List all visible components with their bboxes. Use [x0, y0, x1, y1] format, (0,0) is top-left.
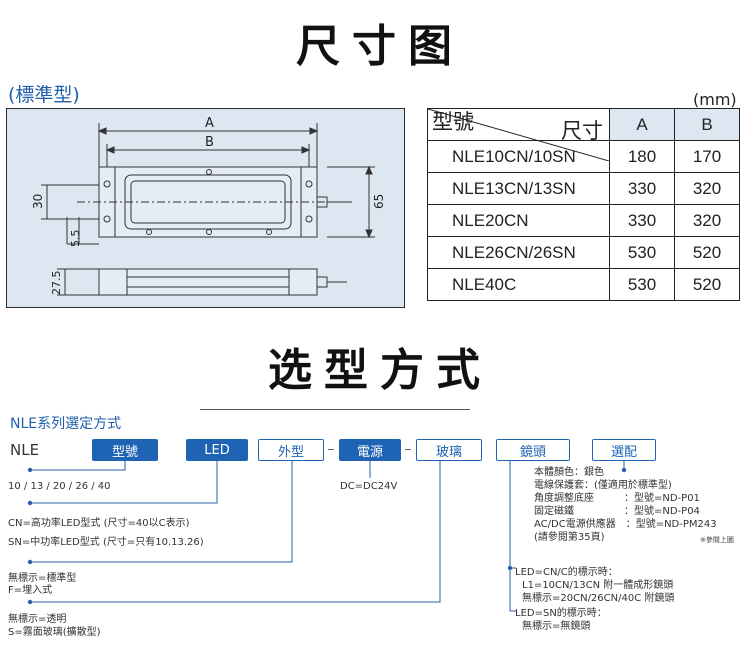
table-corner-cell: 尺寸 型號	[427, 108, 610, 161]
table-cell-b: 320	[674, 204, 740, 237]
dim-label-b: B	[205, 135, 214, 150]
box-power: 電源	[339, 439, 401, 461]
lens-sn-1: 無標示=無鏡頭	[522, 621, 591, 632]
lens-sn-title: LED=SN的標示時：	[515, 608, 607, 619]
box-lens: 鏡頭	[496, 439, 570, 461]
glass-frosted-text: S=霧面玻璃(擴散型)	[8, 627, 101, 638]
drawing-svg: A B 30 65 5.5 27.5	[31, 116, 386, 296]
glass-clear-text: 無標示=透明	[8, 614, 67, 625]
table-header-b: B	[674, 108, 740, 141]
dim-label-27-5: 27.5	[50, 271, 63, 296]
table-cell-a: 530	[609, 236, 675, 269]
table-cell-a: 330	[609, 204, 675, 237]
dim-label-30: 30	[31, 194, 45, 209]
corner-diagonal	[428, 109, 609, 161]
option-item: (請參閱第35頁)	[534, 532, 605, 543]
shape-embedded-text: F=埋入式	[8, 585, 53, 596]
lens-cn-1: L1=10CN/13CN 附一體成形鏡頭	[522, 580, 674, 591]
table-cell-b: 520	[674, 236, 740, 269]
dim-label-a: A	[205, 116, 214, 131]
series-title: NLE系列選定方式	[10, 416, 122, 432]
nle-prefix: NLE	[10, 441, 40, 459]
selection-divider	[200, 409, 470, 410]
dash-2	[405, 449, 411, 450]
lens-cn-2: 無標示=20CN/26CN/40C 附鏡頭	[522, 593, 675, 604]
option-item: 本體顏色：銀色	[534, 467, 604, 478]
page-title: 尺寸图	[296, 21, 464, 72]
table-cell-b: 520	[674, 268, 740, 301]
model-values: 10 / 13 / 20 / 26 / 40	[8, 481, 111, 492]
box-option: 選配	[592, 439, 656, 461]
option-item: 電線保護套：(僅適用於標準型)	[534, 480, 672, 491]
unit-label: (mm)	[693, 90, 737, 109]
table-corner-size: 尺寸	[561, 119, 603, 143]
table-cell-a: 180	[609, 140, 675, 173]
subtitle-standard-type: (標準型)	[8, 84, 80, 106]
power-value: DC=DC24V	[340, 481, 398, 492]
table-cell-model: NLE20CN	[427, 204, 610, 237]
selection-title: 选型方式	[268, 345, 492, 396]
box-shape: 外型	[258, 439, 324, 461]
option-item: 角度調整底座 ：型號=ND-P01	[534, 493, 700, 504]
dimension-drawing: A B 30 65 5.5 27.5	[6, 108, 405, 308]
shape-standard-text: 無標示=標準型	[8, 573, 77, 584]
lens-cn-title: LED=CN/C的標示時：	[515, 567, 618, 578]
table-header-a: A	[609, 108, 675, 141]
table-cell-model: NLE26CN/26SN	[427, 236, 610, 269]
table-cell-b: 170	[674, 140, 740, 173]
dim-label-65: 65	[372, 194, 386, 209]
options-list: 本體顏色：銀色 電線保護套：(僅適用於標準型) 角度調整底座 ：型號=ND-P0…	[534, 466, 717, 544]
option-item: 固定磁鐵 ：型號=ND-P04	[534, 506, 700, 517]
box-led: LED	[186, 439, 248, 461]
box-model: 型號	[92, 439, 158, 461]
table-corner-model: 型號	[432, 110, 474, 134]
table-cell-b: 320	[674, 172, 740, 205]
box-glass: 玻璃	[416, 439, 482, 461]
led-cn-text: CN=高功率LED型式 (尺寸=40以C表示)	[8, 518, 190, 529]
led-sn-text: SN=中功率LED型式 (尺寸=只有10.13.26)	[8, 537, 204, 548]
dash-1	[328, 449, 334, 450]
options-note: ※參閱上圖	[700, 536, 734, 544]
option-item: AC/DC電源供應器 ：型號=ND-PM243	[534, 519, 717, 530]
table-cell-model: NLE40C	[427, 268, 610, 301]
dim-label-5-5: 5.5	[69, 230, 82, 248]
